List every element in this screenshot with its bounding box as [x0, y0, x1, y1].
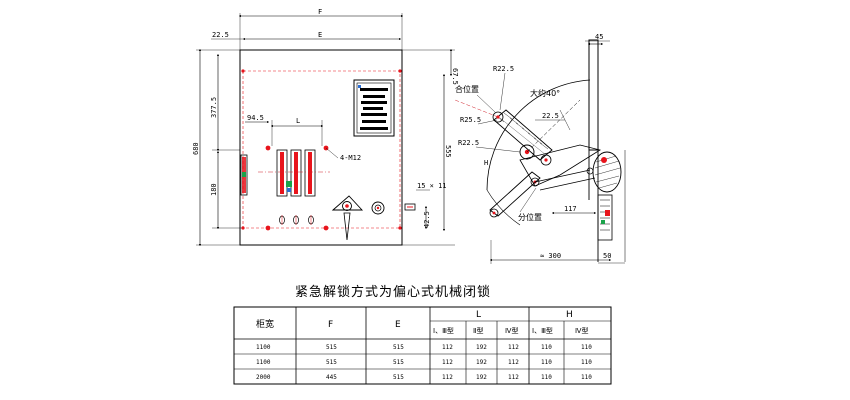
dim-555: 555	[444, 145, 452, 158]
label-open-position: 分位置	[518, 212, 542, 222]
interlock-columns	[258, 149, 330, 197]
side-view: 45	[454, 33, 626, 264]
dim-42-5: 42.5	[423, 211, 431, 228]
dim-top-left: 22.5	[212, 31, 229, 39]
dim-300: ≈ 300	[540, 252, 561, 260]
pivot-mechanism	[519, 144, 622, 193]
dim-H: H	[484, 159, 488, 167]
dim-94-5: 94.5	[247, 114, 264, 122]
table-row: 2000 445 515 112 192 112 110 110	[256, 374, 592, 381]
dim-F: F	[318, 8, 322, 16]
cell-width: 2000	[256, 374, 271, 381]
dim-15x11: 15 × 11	[417, 182, 447, 190]
swing-arc	[486, 79, 591, 191]
dim-50: 50	[603, 252, 611, 260]
table-subheader-H-1: Ⅰ、Ⅲ型	[532, 326, 553, 335]
table-subheader-L-2: Ⅱ型	[473, 326, 483, 335]
bottom-bracket	[597, 194, 613, 241]
cell-H2: 110	[581, 359, 592, 366]
table-header-F: F	[328, 320, 333, 330]
caption: 紧急解锁方式为偏心式机械闭锁	[295, 284, 491, 300]
table-subheader-L-3: Ⅳ型	[505, 326, 518, 335]
cell-width: 1100	[256, 359, 271, 366]
cell-L2: 192	[476, 359, 487, 366]
round-knob	[371, 201, 385, 215]
closed-arm	[492, 109, 553, 161]
dimension-table: 柜宽 F E L H Ⅰ、Ⅲ型 Ⅱ型 Ⅳ型 Ⅰ、Ⅲ型 Ⅳ型 1100 515 5…	[233, 306, 612, 385]
table-row: 1100 515 515 112 192 112 110 110	[256, 344, 592, 351]
cell-L1: 112	[442, 359, 453, 366]
dim-22-5: 22.5	[542, 112, 559, 120]
latch	[404, 203, 416, 211]
dim-45: 45	[595, 33, 603, 41]
mounting-holes	[241, 69, 402, 231]
table-row: 1100 515 515 112 192 112 110 110	[256, 359, 592, 366]
dim-h-upper: 377.5	[210, 97, 218, 118]
label-approx-40deg: 大约40°	[530, 88, 560, 98]
cell-width: 1100	[256, 344, 271, 351]
indicator-strip	[240, 154, 248, 196]
cell-H2: 110	[581, 344, 592, 351]
front-panel-outline	[239, 49, 403, 246]
cell-F: 445	[326, 374, 337, 381]
dim-r25-5: R25.5	[460, 116, 481, 124]
table-subheader-L-1: Ⅰ、Ⅲ型	[433, 326, 454, 335]
cell-H1: 110	[541, 374, 552, 381]
cell-L3: 112	[508, 374, 519, 381]
table-header-width: 柜宽	[256, 318, 274, 330]
cell-E: 515	[393, 374, 404, 381]
dim-67-5: 67.5	[451, 68, 459, 85]
mounting-rectangle	[242, 70, 401, 229]
cell-F: 515	[326, 359, 337, 366]
dim-r22-5-top: R22.5	[493, 65, 514, 73]
handle-knob	[331, 195, 364, 241]
label-closed-position: 合位置	[455, 84, 479, 94]
cell-H2: 110	[581, 374, 592, 381]
table-header-L: L	[476, 310, 481, 320]
cell-L1: 112	[442, 344, 453, 351]
open-arm	[489, 171, 541, 218]
table-header-E: E	[395, 320, 401, 330]
dim-h-lower: 180	[210, 183, 218, 196]
cell-E: 515	[393, 344, 404, 351]
dim-h-total: 680	[192, 142, 200, 155]
nameplate	[353, 79, 395, 137]
cell-L2: 192	[476, 344, 487, 351]
cell-L3: 112	[508, 344, 519, 351]
cell-L2: 192	[476, 374, 487, 381]
cell-E: 515	[393, 359, 404, 366]
dim-E: E	[318, 31, 322, 39]
dim-117: 117	[564, 205, 577, 213]
dim-4-M12: 4-M12	[340, 154, 361, 162]
front-view: F E 22.5 67.5 555 680 377.5 180	[192, 8, 459, 247]
table-subheader-H-2: Ⅳ型	[575, 326, 588, 335]
dim-r22-5-mid: R22.5	[458, 139, 479, 147]
cell-H1: 110	[541, 344, 552, 351]
vertical-handle	[588, 39, 599, 151]
table-header-H: H	[566, 310, 573, 320]
cell-F: 515	[326, 344, 337, 351]
cell-L1: 112	[442, 374, 453, 381]
oblong-slots	[279, 215, 314, 225]
dim-L: L	[296, 117, 300, 125]
cell-H1: 110	[541, 359, 552, 366]
cell-L3: 112	[508, 359, 519, 366]
